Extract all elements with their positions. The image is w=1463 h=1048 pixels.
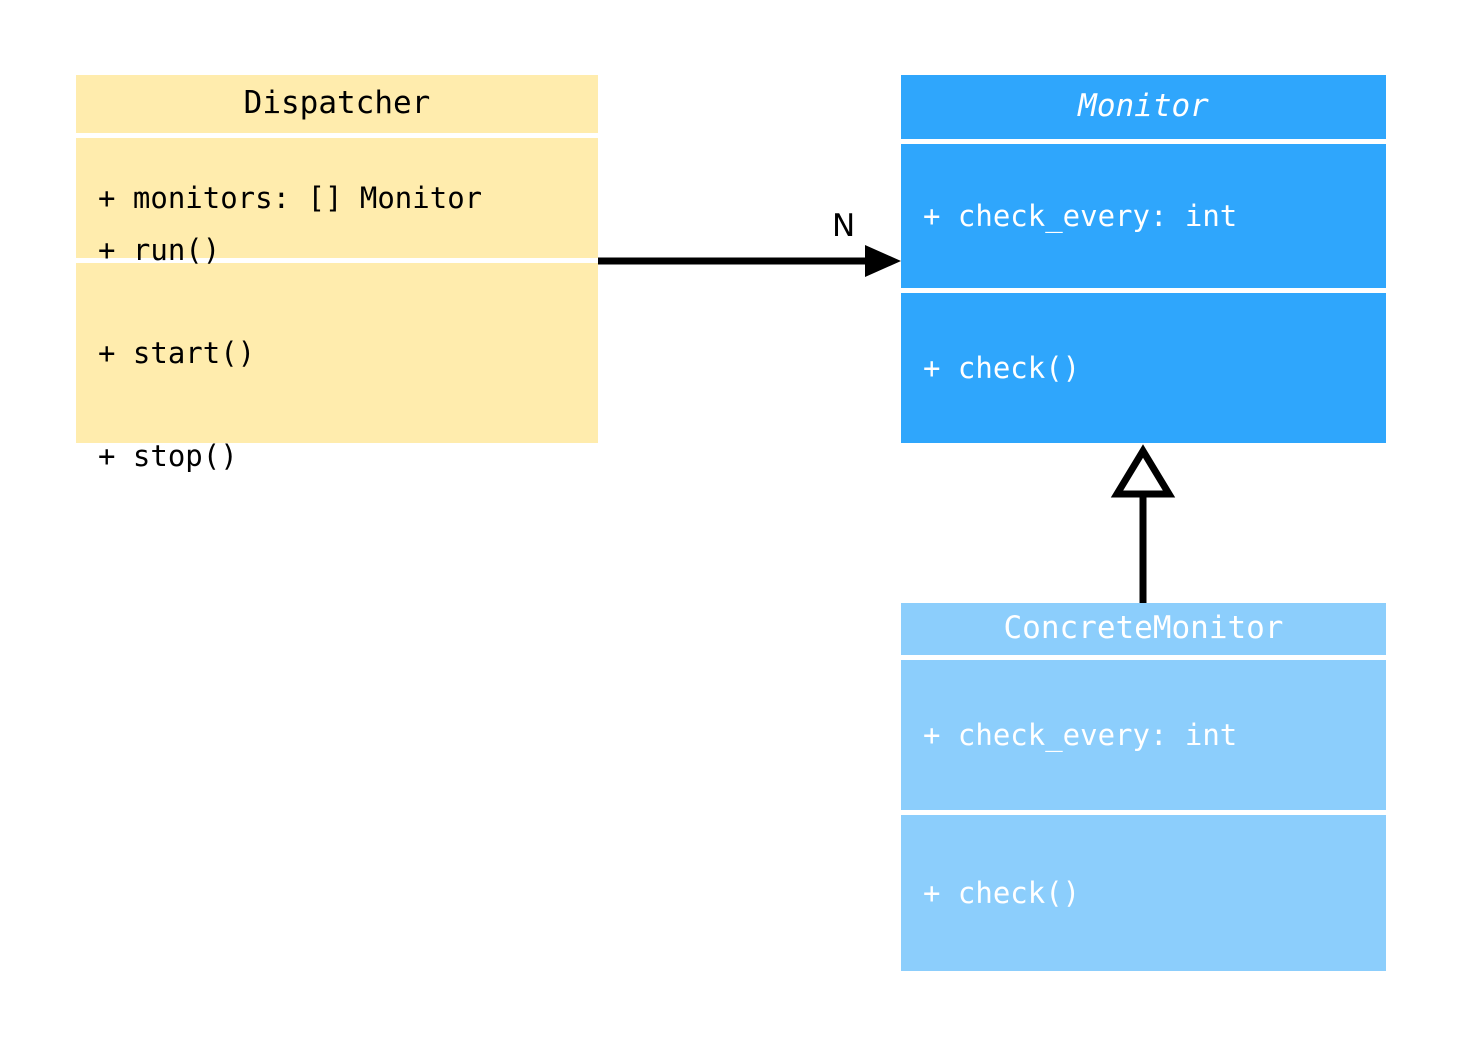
attribute-item: + monitors: [] Monitor	[98, 180, 483, 215]
class-attributes-compartment-dispatcher: + monitors: [] Monitor	[76, 138, 598, 258]
class-box-monitor[interactable]: Monitor + check_every: int + check()	[901, 75, 1386, 443]
class-name-dispatcher: Dispatcher	[243, 85, 431, 122]
method-list-dispatcher: + run() + start() + stop()	[76, 165, 598, 541]
class-title-compartment-concrete-monitor: ConcreteMonitor	[901, 603, 1386, 655]
class-box-dispatcher[interactable]: Dispatcher + monitors: [] Monitor + run(…	[76, 75, 598, 473]
method-item: + stop()	[98, 438, 238, 473]
association-dispatcher-to-monitor	[598, 245, 901, 277]
class-attributes-compartment-concrete-monitor: + check_every: int	[901, 660, 1386, 810]
method-item: + check()	[923, 875, 1081, 910]
method-list-monitor: + check()	[901, 282, 1386, 453]
class-title-compartment-dispatcher: Dispatcher	[76, 75, 598, 133]
attribute-list-dispatcher: + monitors: [] Monitor	[76, 112, 598, 283]
class-attributes-compartment-monitor: + check_every: int	[901, 144, 1386, 288]
hollow-triangle-arrowhead-icon	[1110, 444, 1176, 498]
class-box-concrete-monitor[interactable]: ConcreteMonitor + check_every: int + che…	[901, 603, 1386, 971]
filled-arrowhead-icon	[865, 245, 901, 277]
class-title-compartment-monitor: Monitor	[901, 75, 1386, 139]
class-name-concrete-monitor: ConcreteMonitor	[1003, 610, 1284, 647]
method-item: + run()	[98, 233, 221, 268]
attribute-item: + check_every: int	[923, 717, 1238, 752]
class-methods-compartment-monitor: + check()	[901, 293, 1386, 443]
method-item: + check()	[923, 350, 1081, 385]
attribute-item: + check_every: int	[923, 198, 1238, 233]
class-methods-compartment-dispatcher: + run() + start() + stop()	[76, 233, 598, 473]
class-name-monitor: Monitor	[1078, 88, 1209, 125]
association-multiplicity-label: N	[832, 208, 856, 244]
class-methods-compartment-concrete-monitor: + check()	[901, 815, 1386, 971]
method-list-concrete-monitor: + check()	[901, 807, 1386, 978]
method-item: + start()	[98, 335, 256, 370]
attribute-list-monitor: + check_every: int	[901, 130, 1386, 301]
attribute-list-concrete-monitor: + check_every: int	[901, 649, 1386, 820]
generalization-concrete-monitor-to-monitor	[1110, 444, 1176, 603]
